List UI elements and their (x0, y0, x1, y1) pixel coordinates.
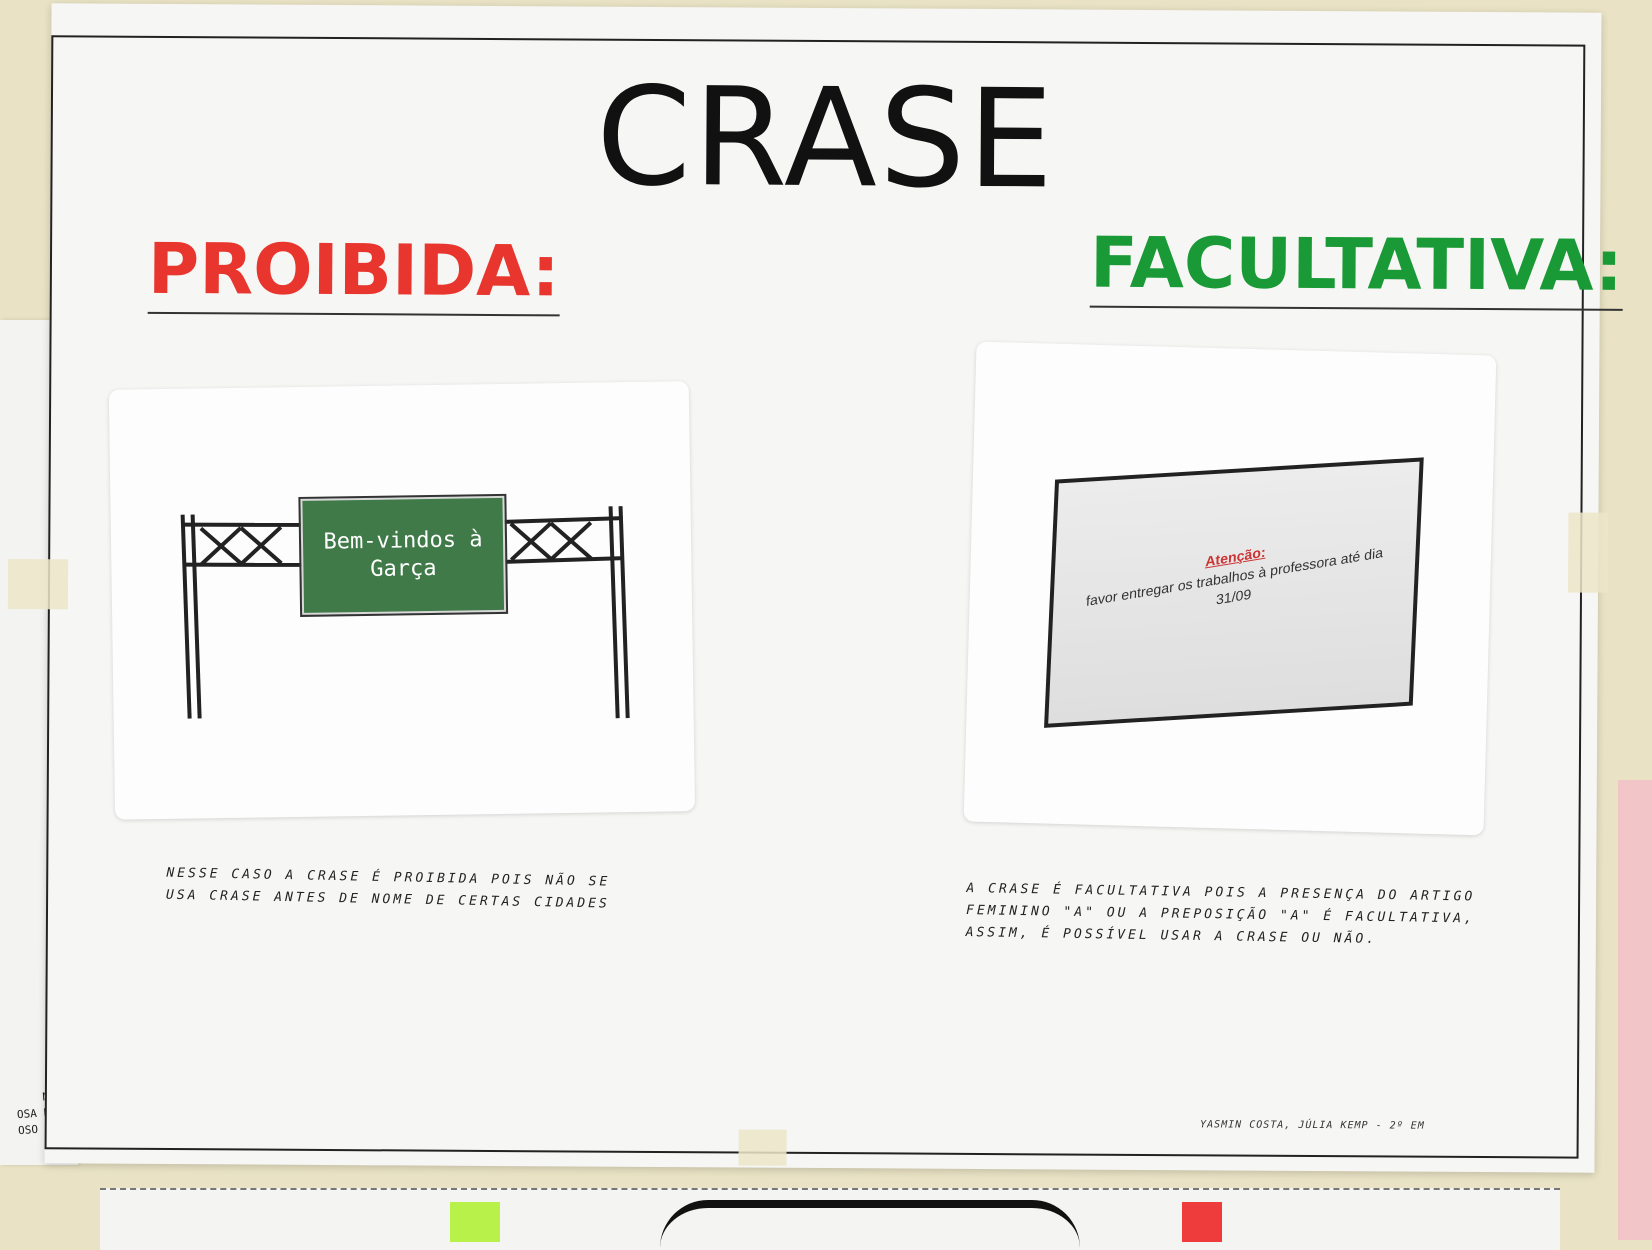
facultativa-illustration-card: Atenção: favor entregar os trabalhos à p… (963, 341, 1497, 836)
red-sticker (1182, 1202, 1222, 1242)
tape-strip (738, 1129, 787, 1166)
heading-proibida: PROIBIDA: (147, 227, 560, 317)
gantry-frame-drawing (180, 506, 630, 719)
crase-poster: CRASE PROIBIDA: FACULTATIVA: (7, 3, 1624, 1173)
author-signature: YASMIN COSTA, JÚLIA KEMP - 2º EM (1200, 1119, 1425, 1132)
notice-screen: Atenção: favor entregar os trabalhos à p… (1044, 457, 1424, 728)
heading-facultativa: FACULTATIVA: (1089, 221, 1624, 311)
road-sign-gantry: Bem-vindos à Garça (109, 381, 689, 719)
tape-strip (1567, 512, 1609, 593)
adjacent-pink-sheet (1618, 780, 1652, 1240)
proibida-illustration-card: Bem-vindos à Garça (108, 381, 696, 820)
handwritten-scribble (660, 1200, 1080, 1248)
adjacent-poster-bottom (100, 1188, 1560, 1250)
notice-screen-content: Atenção: favor entregar os trabalhos à p… (1072, 520, 1397, 633)
facultativa-explanation: A CRASE É FACULTATIVA POIS A PRESENÇA DO… (965, 881, 1476, 947)
green-sticker (450, 1202, 500, 1242)
tape-strip (7, 559, 69, 610)
city-welcome-sign-text: Bem-vindos à Garça (323, 527, 483, 582)
city-welcome-sign: Bem-vindos à Garça (298, 493, 509, 617)
poster-title: CRASE (595, 58, 1056, 220)
